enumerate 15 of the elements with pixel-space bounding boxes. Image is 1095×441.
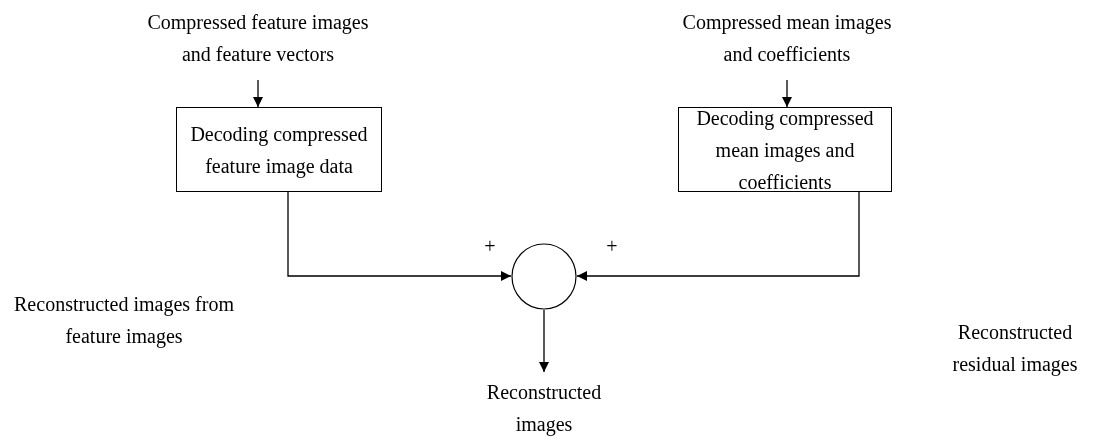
signal-label: Reconstructed images from feature images <box>13 292 235 350</box>
signal-label: Reconstructed residual images <box>951 320 1079 378</box>
io-text: Reconstructed images <box>485 380 603 438</box>
arrow <box>576 191 860 281</box>
plus-sign: + <box>483 234 497 259</box>
process-box: Decoding compressed mean images and coefficients <box>678 107 892 192</box>
summing-junction-circle <box>511 243 577 310</box>
arrow <box>253 79 263 108</box>
io-text: Compressed feature images and feature vectors <box>146 10 370 67</box>
arrow <box>782 79 792 108</box>
io-text: Compressed mean images and coefficients <box>681 10 893 67</box>
process-box: Decoding compressed feature image data <box>176 107 382 192</box>
arrow <box>287 191 512 281</box>
arrow <box>539 309 549 373</box>
plus-sign: + <box>605 234 619 259</box>
